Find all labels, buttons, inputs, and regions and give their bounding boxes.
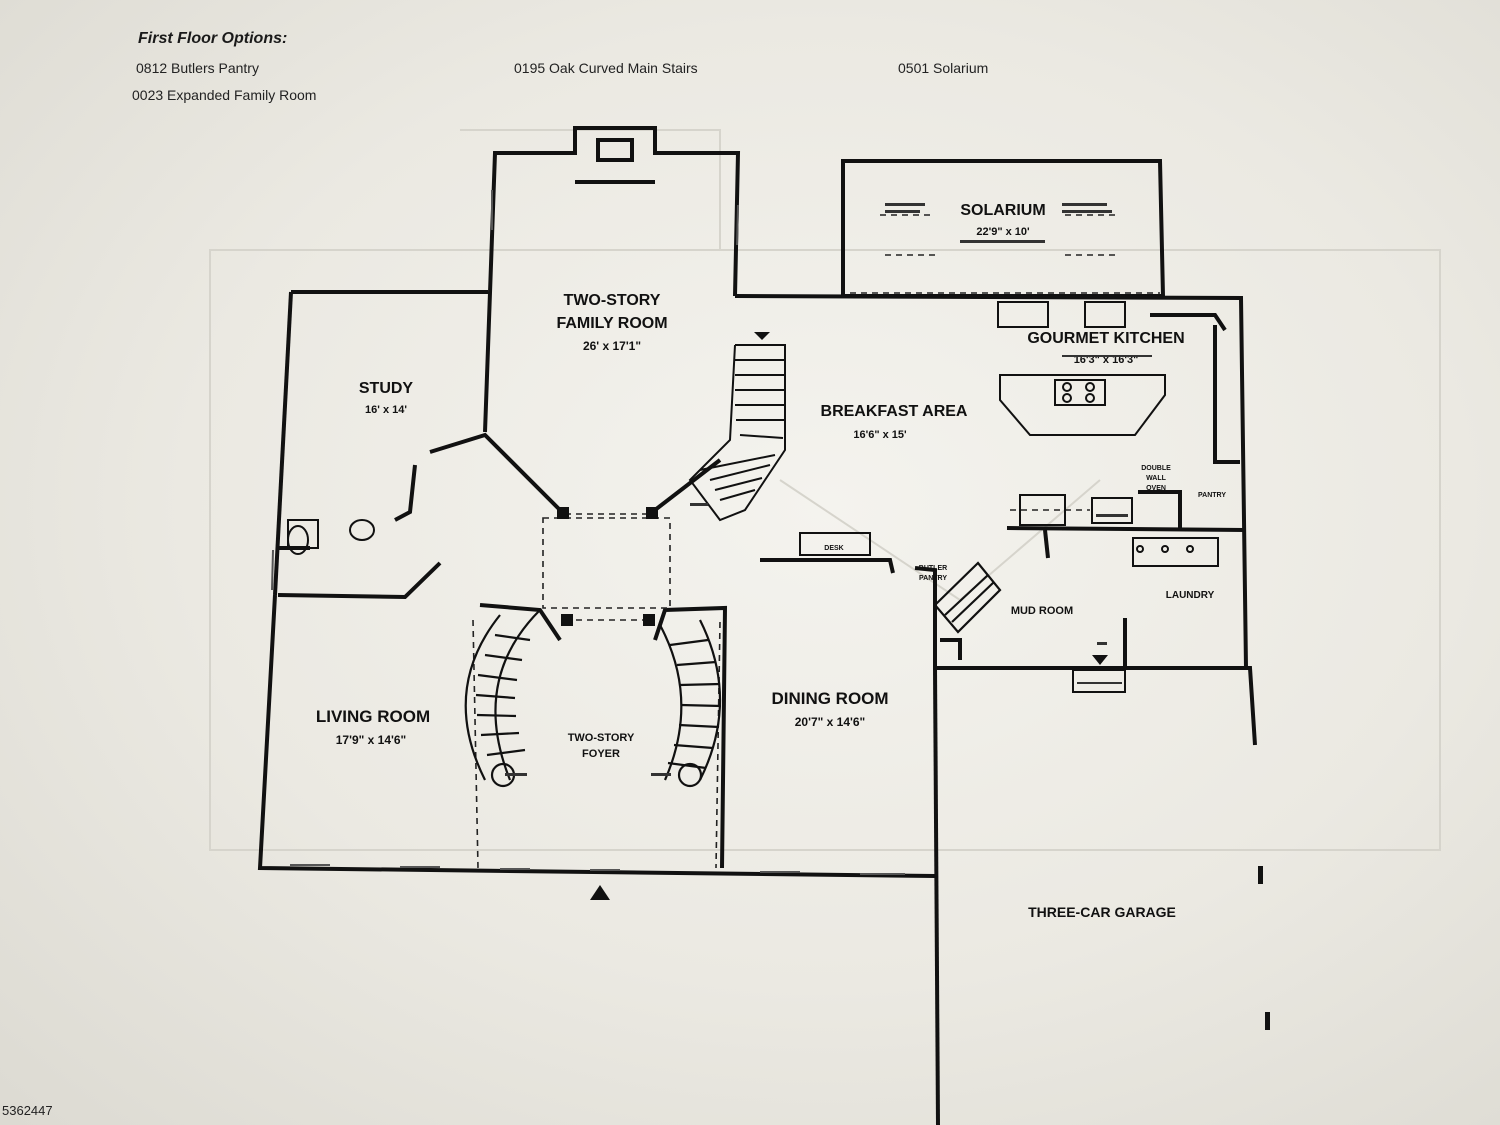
breakfast-dim: 16'6" x 15' xyxy=(853,429,907,441)
kitchen-label: GOURMET KITCHEN xyxy=(1027,330,1184,347)
garage-label: THREE-CAR GARAGE xyxy=(1028,904,1176,920)
oven-label-3: OVEN xyxy=(1146,485,1166,492)
solarium-label: SOLARIUM xyxy=(960,202,1045,219)
option-expanded-family-room: 0023 Expanded Family Room xyxy=(132,87,317,103)
fine-print-marks xyxy=(505,203,1152,776)
garage-markers xyxy=(1258,866,1270,1030)
butler-pantry-label-2: PANTRY xyxy=(919,575,947,582)
foyer-label-2: FOYER xyxy=(582,748,620,760)
foyer-label-1: TWO-STORY xyxy=(568,732,635,744)
family-room-dim: 26' x 17'1" xyxy=(583,339,641,353)
living-room-dim: 17'9" x 14'6" xyxy=(336,733,406,747)
stair-foyer-left xyxy=(464,609,541,788)
desk-label: DESK xyxy=(824,545,843,552)
desk-block xyxy=(799,532,871,556)
dashed-openings xyxy=(472,214,1160,869)
option-oak-curved-stairs: 0195 Oak Curved Main Stairs xyxy=(514,60,698,76)
exterior-walls xyxy=(257,126,1257,1125)
columns xyxy=(557,507,658,626)
option-butlers-pantry: 0812 Butlers Pantry xyxy=(136,60,259,76)
living-room-label: LIVING ROOM xyxy=(316,707,430,726)
oven-label-2: WALL xyxy=(1146,475,1167,482)
laundry-label: LAUNDRY xyxy=(1166,590,1215,601)
interior-walls xyxy=(277,313,1246,869)
solarium-dim: 22'9" x 10' xyxy=(976,226,1030,238)
family-room-label-2: FAMILY ROOM xyxy=(556,315,667,332)
options-title: First Floor Options: xyxy=(138,30,288,47)
options-header: First Floor Options: 0812 Butlers Pantry… xyxy=(0,0,1500,110)
option-solarium: 0501 Solarium xyxy=(898,60,989,76)
study-label: STUDY xyxy=(359,380,414,397)
oven-label-1: DOUBLE xyxy=(1141,465,1171,472)
windows xyxy=(271,190,905,875)
family-room-label-1: TWO-STORY xyxy=(564,292,661,309)
bath-fixtures xyxy=(287,519,375,555)
study-dim: 16' x 14' xyxy=(365,404,407,416)
listing-id: 5362447 xyxy=(2,1103,53,1118)
butler-pantry-label-1: BUTLER xyxy=(919,565,947,572)
stair-family-room xyxy=(688,344,786,522)
breakfast-label: BREAKFAST AREA xyxy=(821,403,968,420)
front-entry-arrow xyxy=(590,885,610,900)
kitchen-counters xyxy=(997,301,1219,567)
mud-room-label: MUD ROOM xyxy=(1011,605,1073,617)
dining-room-label: DINING ROOM xyxy=(771,689,888,708)
garage-step-arrow xyxy=(1092,655,1108,665)
stair-foyer-right xyxy=(659,619,722,788)
dining-room-dim: 20'7" x 14'6" xyxy=(795,715,865,729)
pantry-label: PANTRY xyxy=(1198,492,1226,499)
butler-pantry-stair xyxy=(933,561,1002,634)
kitchen-island xyxy=(999,374,1166,436)
stair-down-arrow xyxy=(754,332,770,340)
garage-step xyxy=(1072,669,1126,693)
